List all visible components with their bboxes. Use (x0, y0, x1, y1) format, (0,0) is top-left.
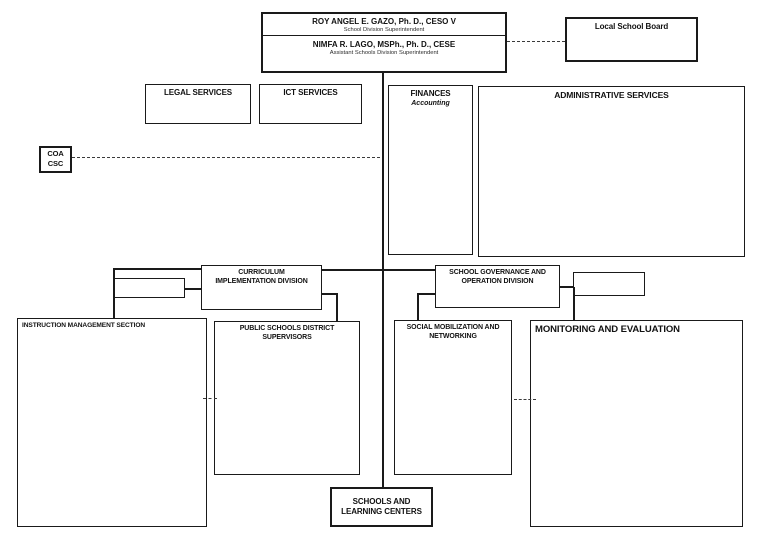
connector-sgod-smn-vertical (417, 293, 419, 320)
connector-cid-left-horizontal (113, 268, 201, 270)
local-school-board-box: Local School Board (565, 17, 698, 62)
social-mobilization-networking-box: SOCIAL MOBILIZATION AND NETWORKING (394, 320, 512, 475)
administrative-services-box: ADMINISTRATIVE SERVICES (478, 86, 745, 257)
legal-services-box: LEGAL SERVICES (145, 84, 251, 124)
curriculum-implementation-division-box: CURRICULUM IMPLEMENTATION DIVISION (201, 265, 322, 310)
finances-accounting-label: Accounting (411, 100, 450, 107)
school-governance-operation-division-box: SCHOOL GOVERNANCE AND OPERATION DIVISION (435, 265, 560, 308)
local-school-board-label: Local School Board (594, 22, 669, 31)
finances-label: FINANCES (410, 89, 451, 98)
asst-superintendent-cell: NIMFA R. LAGO, MSPh., Ph. D., CESE Assis… (263, 35, 505, 56)
connector-sgod-rightbox (560, 286, 573, 288)
connector-leftbox-cid (185, 288, 201, 290)
social-mobilization-networking-label: SOCIAL MOBILIZATION AND NETWORKING (406, 324, 500, 340)
instruction-management-section-label: INSTRUCTION MANAGEMENT SECTION (22, 322, 146, 329)
legal-services-label: LEGAL SERVICES (163, 88, 233, 97)
dashed-connector-smn-me (514, 399, 536, 400)
dashed-connector-ims-psds (203, 398, 217, 399)
public-schools-district-supervisors-box: PUBLIC SCHOOLS DISTRICT SUPERVISORS (214, 321, 360, 475)
connector-sgod-smn-horizontal (417, 293, 435, 295)
left-unlabeled-box (114, 278, 185, 298)
asst-superintendent-name: NIMFA R. LAGO, MSPh., Ph. D., CESE (312, 40, 456, 49)
connector-rightbox-me (573, 287, 575, 320)
superintendent-box: ROY ANGEL E. GAZO, Ph. D., CESO V School… (261, 12, 507, 73)
coa-csc-label: COA CSC (47, 149, 64, 168)
connector-cid-psds-vertical (336, 293, 338, 321)
instruction-management-section-box: INSTRUCTION MANAGEMENT SECTION (17, 318, 207, 527)
public-schools-district-supervisors-label: PUBLIC SCHOOLS DISTRICT SUPERVISORS (239, 325, 335, 341)
administrative-services-label: ADMINISTRATIVE SERVICES (554, 90, 669, 100)
ict-services-box: ICT SERVICES (259, 84, 362, 124)
connector-cid-sgod (322, 269, 435, 271)
connector-cid-psds-horizontal (322, 293, 337, 295)
connector-left-to-ims (113, 268, 115, 318)
monitoring-evaluation-label: MONITORING AND EVALUATION (535, 324, 680, 335)
schools-learning-centers-label: SCHOOLS AND LEARNING CENTERS (341, 497, 422, 516)
dashed-connector-superintendent-lsb (507, 41, 565, 42)
coa-csc-box: COA CSC (39, 146, 72, 173)
schools-learning-centers-box: SCHOOLS AND LEARNING CENTERS (330, 487, 433, 527)
superintendent-cell: ROY ANGEL E. GAZO, Ph. D., CESO V School… (263, 14, 505, 33)
superintendent-title: School Division Superintendent (343, 27, 425, 33)
asst-superintendent-title: Assistant Schools Division Superintenden… (329, 50, 439, 56)
superintendent-name: ROY ANGEL E. GAZO, Ph. D., CESO V (312, 17, 456, 26)
right-unlabeled-box (573, 272, 645, 296)
connector-center-vertical (382, 73, 384, 487)
monitoring-evaluation-box: MONITORING AND EVALUATION (530, 320, 743, 527)
ict-services-label: ICT SERVICES (283, 88, 338, 97)
finances-box: FINANCES Accounting (388, 85, 473, 255)
curriculum-implementation-division-label: CURRICULUM IMPLEMENTATION DIVISION (215, 269, 308, 285)
dashed-connector-coa-center (72, 157, 380, 158)
school-governance-operation-division-label: SCHOOL GOVERNANCE AND OPERATION DIVISION (449, 269, 546, 285)
